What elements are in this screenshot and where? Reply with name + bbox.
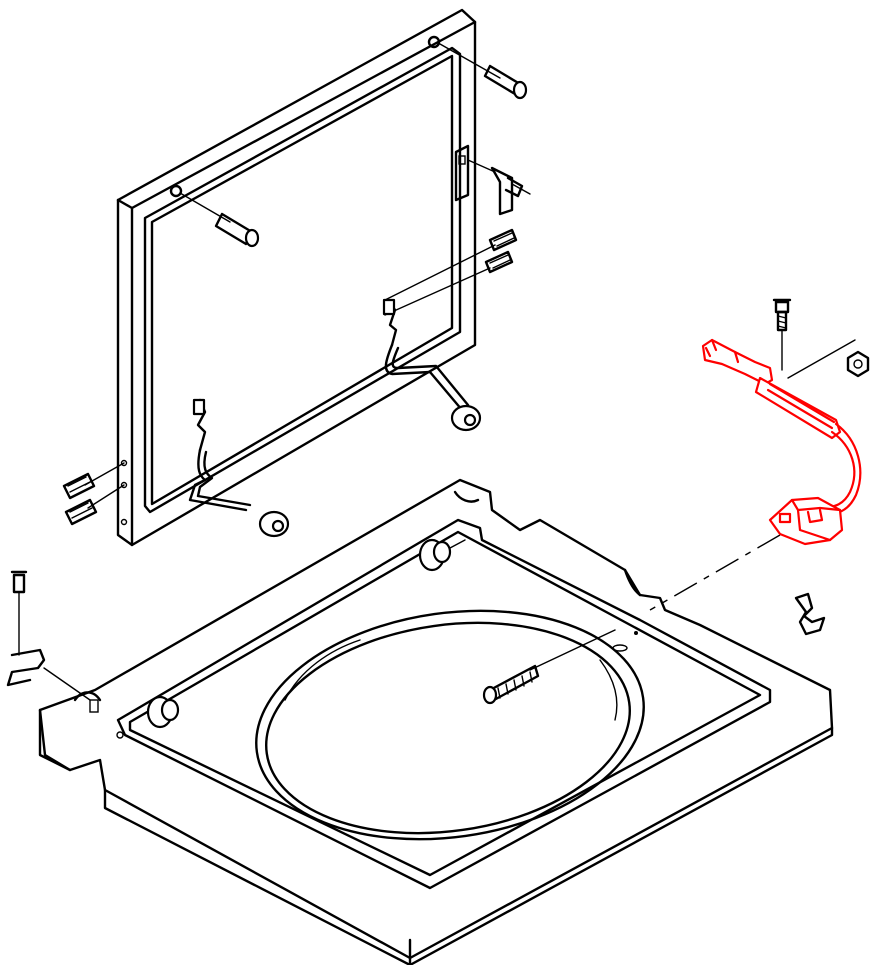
lid-screw-top-right[interactable] [439,43,528,100]
hinge-clip[interactable] [467,159,531,216]
lid-wire-left[interactable] [188,398,290,538]
top-panel[interactable] [38,478,834,965]
lid-screw-pair-left[interactable] [62,462,125,526]
left-hinge-bracket[interactable] [6,570,91,701]
center-mounting-screw[interactable] [482,629,616,705]
switch-nut[interactable] [787,339,870,379]
assembly-line-switch [649,534,781,611]
lid-frame[interactable] [116,8,477,547]
panel-clip[interactable] [794,592,826,636]
switch-mounting-bolt[interactable] [772,298,792,371]
lid-screw-top-left[interactable] [179,192,260,248]
lid-wire-right[interactable] [382,298,482,432]
lid-screw-pair-right[interactable] [384,228,518,316]
panel-bumper-rear[interactable] [418,538,466,572]
lid-switch-assembly[interactable] [701,338,862,546]
panel-bumper-front[interactable] [146,695,180,729]
